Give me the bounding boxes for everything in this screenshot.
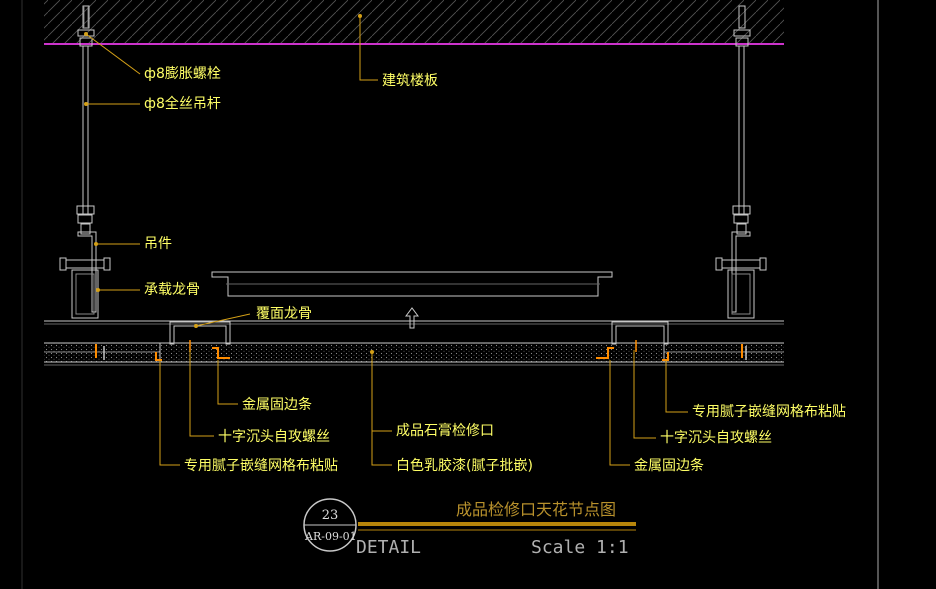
sheet-reference: AR-09-01 [305,530,357,543]
label-screw-left: 十字沉头自攻螺丝 [218,429,330,445]
cover-keels [169,321,669,345]
label-access-panel: 成品石膏检修口 [396,423,494,439]
label-metal-edge-right: 金属固边条 [634,458,704,474]
drawing-frame [21,0,879,589]
label-floor-slab: 建筑楼板 [382,73,438,89]
label-screw-right: 十字沉头自攻螺丝 [660,430,772,446]
label-mesh-tape-left: 专用腻子嵌缝网格布粘贴 [184,458,338,474]
label-hanger: 吊件 [144,236,172,252]
label-metal-edge-left: 金属固边条 [242,397,312,413]
label-expansion-bolt: ф8膨胀螺栓 [144,66,221,82]
label-latex-paint: 白色乳胶漆(腻子批嵌) [396,458,533,474]
detail-number: 23 [321,508,339,523]
label-threaded-rod: ф8全丝吊杆 [144,96,221,112]
metal-edge-strips [95,344,743,361]
label-cover-keel: 覆面龙骨 [256,306,312,322]
title-block [303,498,636,552]
scale-text: Scale 1:1 [531,537,629,558]
right-hanger-assembly [715,5,767,319]
leader-dots [84,14,374,354]
detail-word: DETAIL [356,537,422,558]
floor-slab [44,0,784,45]
label-mesh-tape-right: 专用腻子嵌缝网格布粘贴 [692,404,846,420]
drawing-title: 成品检修口天花节点图 [456,500,617,519]
label-main-keel: 承载龙骨 [144,282,200,298]
left-hanger-assembly [59,5,111,319]
push-up-arrow-icon [405,307,419,329]
access-panel-lid [211,271,613,297]
leader-lines [85,16,688,466]
